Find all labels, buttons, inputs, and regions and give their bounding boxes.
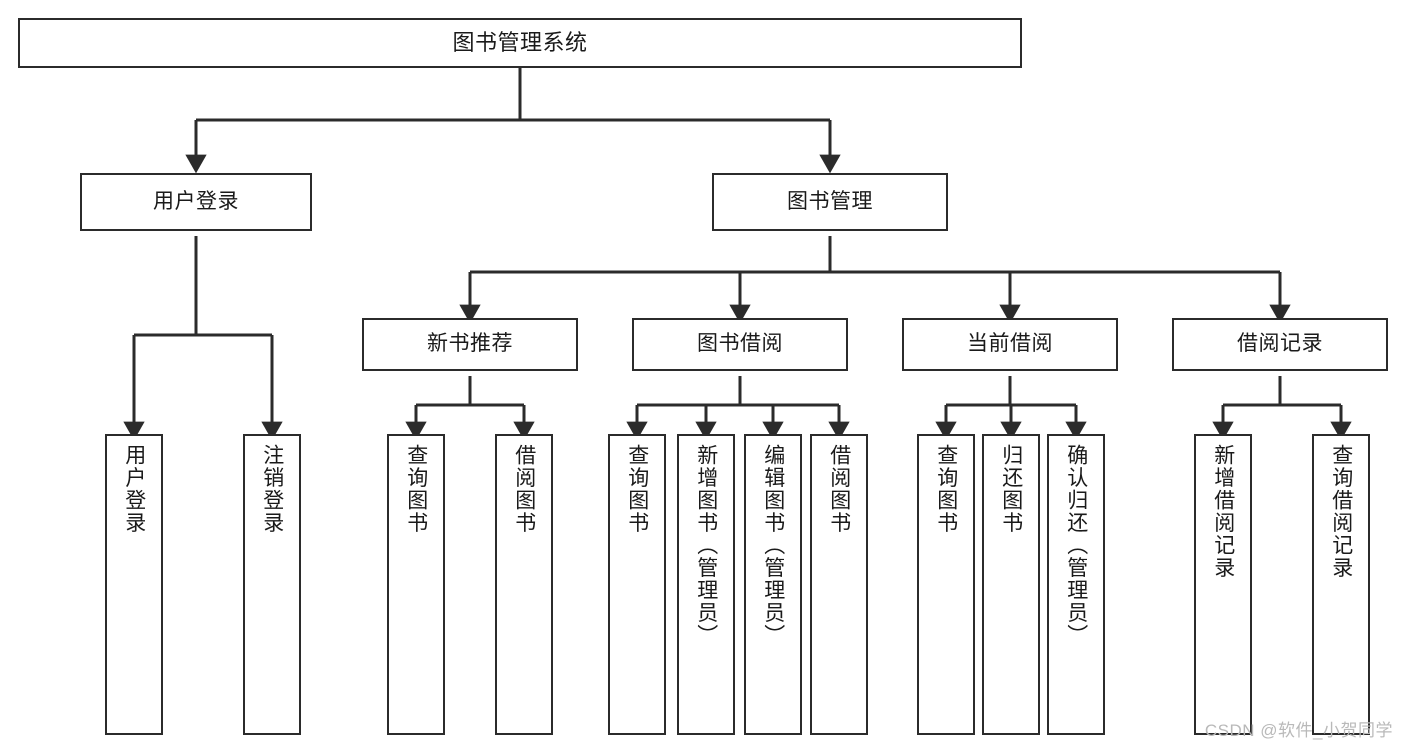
node-label: 查询借阅记录 bbox=[1329, 444, 1353, 579]
node-label: 查询图书 bbox=[934, 444, 958, 534]
node-label: 注销登录 bbox=[260, 444, 284, 534]
node-label: 借阅记录 bbox=[1237, 332, 1323, 356]
leaf-borrow-book-2[interactable]: 借阅图书 bbox=[810, 434, 868, 735]
node-label: 图书借阅 bbox=[697, 332, 783, 356]
node-label: 新增图书（管理员） bbox=[694, 444, 718, 647]
node-label: 当前借阅 bbox=[967, 332, 1053, 356]
leaf-query-book-1[interactable]: 查询图书 bbox=[387, 434, 445, 735]
leaf-query-borrow-record[interactable]: 查询借阅记录 bbox=[1312, 434, 1370, 735]
leaf-edit-book-admin[interactable]: 编辑图书（管理员） bbox=[744, 434, 802, 735]
node-label: 新书推荐 bbox=[427, 332, 513, 356]
node-current-borrow[interactable]: 当前借阅 bbox=[902, 318, 1118, 371]
node-root-book-management-system[interactable]: 图书管理系统 bbox=[18, 18, 1022, 68]
node-label: 图书管理 bbox=[787, 189, 873, 213]
node-label: 归还图书 bbox=[999, 444, 1023, 534]
node-label: 查询图书 bbox=[625, 444, 649, 534]
node-borrow-record[interactable]: 借阅记录 bbox=[1172, 318, 1388, 371]
node-user-login[interactable]: 用户登录 bbox=[80, 173, 312, 231]
leaf-confirm-return-admin[interactable]: 确认归还（管理员） bbox=[1047, 434, 1105, 735]
csdn-watermark: CSDN @软件_小贺同学 bbox=[1204, 721, 1393, 740]
leaf-query-book-3[interactable]: 查询图书 bbox=[917, 434, 975, 735]
leaf-borrow-book-1[interactable]: 借阅图书 bbox=[495, 434, 553, 735]
node-label: 借阅图书 bbox=[512, 444, 536, 534]
node-book-borrow[interactable]: 图书借阅 bbox=[632, 318, 848, 371]
node-label: 借阅图书 bbox=[827, 444, 851, 534]
leaf-user-login[interactable]: 用户登录 bbox=[105, 434, 163, 735]
node-book-management[interactable]: 图书管理 bbox=[712, 173, 948, 231]
node-label: 查询图书 bbox=[404, 444, 428, 534]
node-label: 用户登录 bbox=[153, 189, 239, 213]
node-new-book-recommend[interactable]: 新书推荐 bbox=[362, 318, 578, 371]
leaf-logout-login[interactable]: 注销登录 bbox=[243, 434, 301, 735]
node-label: 图书管理系统 bbox=[452, 30, 588, 56]
node-label: 新增借阅记录 bbox=[1211, 444, 1235, 579]
leaf-add-borrow-record[interactable]: 新增借阅记录 bbox=[1194, 434, 1252, 735]
leaf-add-book-admin[interactable]: 新增图书（管理员） bbox=[677, 434, 735, 735]
node-label: 用户登录 bbox=[122, 444, 146, 534]
leaf-query-book-2[interactable]: 查询图书 bbox=[608, 434, 666, 735]
node-label: 确认归还（管理员） bbox=[1064, 444, 1088, 647]
leaf-return-book[interactable]: 归还图书 bbox=[982, 434, 1040, 735]
node-label: 编辑图书（管理员） bbox=[761, 444, 785, 647]
